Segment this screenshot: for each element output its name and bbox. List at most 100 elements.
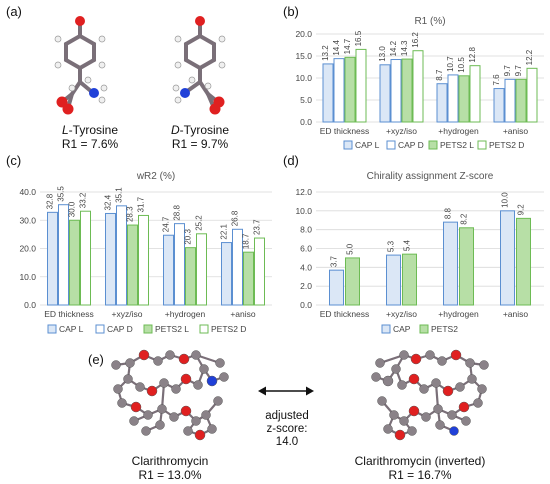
data-label: 12.8	[468, 47, 477, 63]
x-tick-label: +hydrogen	[438, 309, 479, 319]
y-tick-label: 12.0	[295, 187, 312, 197]
y-tick-label: 2.0	[300, 281, 312, 291]
d-tyrosine-name: D-Tyrosine	[150, 123, 250, 137]
atom	[450, 349, 462, 361]
data-label: 8.8	[444, 207, 453, 219]
y-tick-label: 20.0	[295, 29, 312, 39]
data-label: 5.3	[387, 240, 396, 252]
clarithromycin-structures	[111, 349, 489, 441]
data-label: 35.1	[115, 187, 124, 203]
bar	[355, 48, 367, 123]
bar	[447, 74, 459, 123]
atom	[201, 410, 211, 420]
legend-swatch	[343, 140, 353, 150]
clarithromycin-caption: Clarithromycin R1 = 13.0%	[100, 454, 240, 482]
atom	[408, 405, 420, 417]
adjusted-zscore-label: adjusted z-score: 14.0	[252, 410, 322, 449]
panel-label-d: (d)	[283, 153, 299, 168]
bar	[515, 78, 527, 123]
bar	[443, 221, 458, 306]
atom	[117, 398, 127, 408]
data-label: 14.4	[332, 40, 341, 56]
bar	[329, 269, 344, 306]
data-label: 9.7	[503, 65, 512, 77]
atom	[399, 350, 409, 360]
data-label: 3.7	[330, 255, 339, 267]
atom	[146, 385, 158, 397]
legend-label: CAP L	[355, 140, 380, 150]
clarithromycin-inverted-molecule	[371, 349, 489, 441]
legend-swatch	[95, 324, 105, 334]
atom	[207, 424, 217, 434]
x-tick-label: ED thickness	[44, 309, 94, 319]
data-label: 23.7	[253, 219, 262, 235]
bar	[243, 251, 254, 306]
double-arrow-icon	[258, 386, 314, 396]
data-label: 5.4	[403, 239, 412, 251]
legend-label: CAP	[393, 324, 411, 334]
atom	[391, 364, 401, 374]
data-label: 24.7	[162, 216, 171, 232]
x-tick-label: +aniso	[503, 309, 529, 319]
atom	[382, 375, 394, 387]
atom	[377, 396, 387, 406]
atom	[431, 378, 441, 388]
data-label: 8.7	[435, 69, 444, 81]
atom	[183, 426, 193, 436]
x-tick-label: +xyz/iso	[386, 126, 417, 136]
d-name: -Tyrosine	[179, 123, 230, 137]
y-tick-label: 0.0	[300, 300, 312, 310]
atom	[421, 412, 431, 422]
bar	[105, 212, 116, 306]
atom	[123, 374, 133, 384]
atom	[129, 416, 139, 426]
atom	[419, 384, 429, 394]
bar	[504, 78, 516, 123]
legend-swatch	[386, 140, 396, 150]
atom	[435, 420, 445, 430]
atom	[113, 384, 123, 394]
chart-title: R1 (%)	[414, 16, 445, 27]
atom	[159, 378, 169, 388]
x-tick-label: +hydrogen	[438, 126, 479, 136]
panel-label-a: (a)	[6, 4, 22, 19]
data-label: 9.2	[517, 204, 526, 216]
atom	[458, 401, 470, 413]
atom	[407, 426, 417, 436]
clarithromycin-inverted-caption: Clarithromycin (inverted) R1 = 16.7%	[325, 454, 515, 482]
atom	[138, 349, 150, 361]
data-label: 20.3	[184, 229, 193, 245]
bar	[412, 50, 424, 123]
atom	[178, 353, 190, 365]
bar	[47, 211, 58, 306]
bar	[402, 253, 417, 306]
data-label: 13.2	[321, 45, 330, 61]
data-label: 28.3	[126, 206, 135, 222]
legend-label: PETS2 D	[211, 324, 246, 334]
l-tyrosine-molecule	[54, 16, 108, 115]
atom	[397, 380, 407, 390]
bar	[526, 67, 538, 123]
data-label: 33.2	[79, 192, 88, 208]
data-label: 22.1	[220, 223, 229, 239]
data-label: 28.8	[173, 205, 182, 221]
atom	[165, 350, 175, 360]
atom	[477, 384, 487, 394]
atom	[219, 372, 229, 382]
chart-title: wR2 (%)	[136, 171, 175, 182]
atom	[467, 374, 477, 384]
atom	[442, 385, 454, 397]
bar	[80, 210, 91, 306]
data-label: 32.8	[46, 193, 55, 209]
y-tick-label: 10.0	[295, 206, 312, 216]
tyrosine-molecules	[54, 16, 226, 115]
x-tick-label: ED thickness	[320, 126, 370, 136]
clarithromycin-molecule	[111, 349, 229, 441]
atom	[125, 358, 135, 368]
zscore-label: z-score:	[266, 423, 308, 435]
l-name: -Tyrosine	[68, 123, 119, 137]
d-tyrosine-molecule	[172, 16, 226, 115]
atom	[130, 401, 142, 413]
x-tick-label: +aniso	[230, 309, 256, 319]
x-tick-label: +xyz/iso	[112, 309, 143, 319]
